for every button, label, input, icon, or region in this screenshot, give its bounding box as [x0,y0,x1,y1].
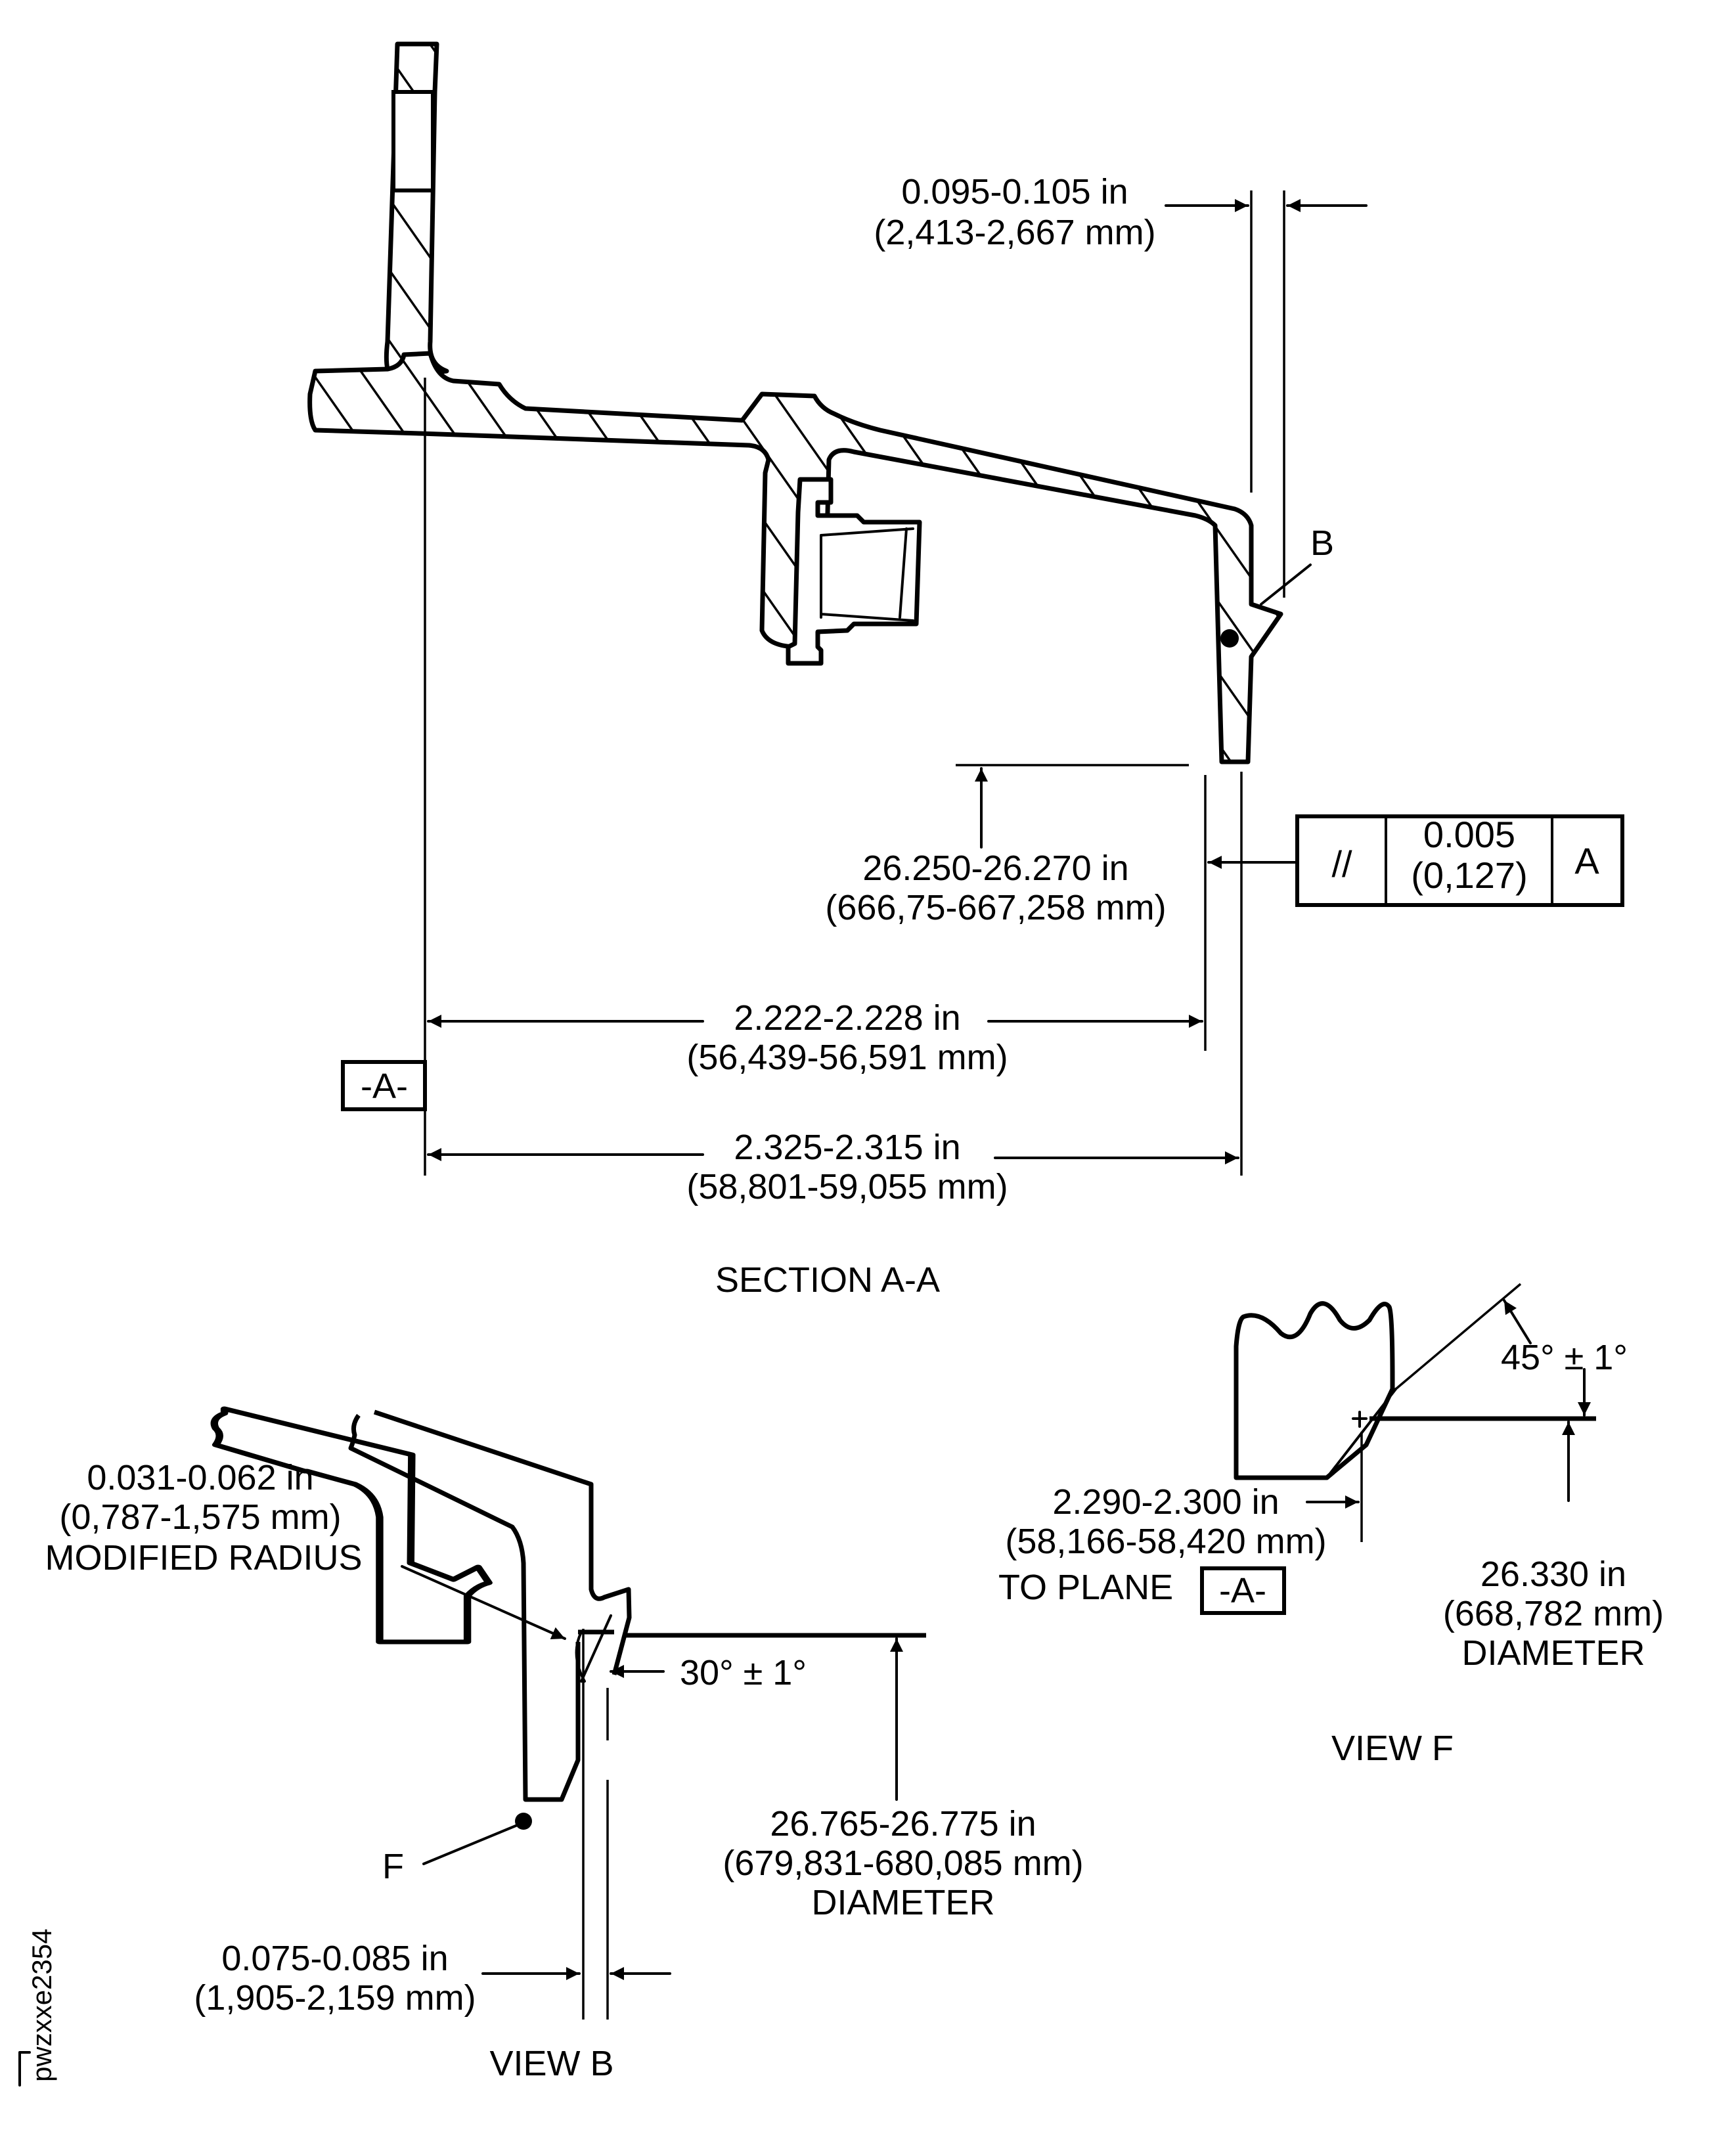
view-b-radius-in: 0.031-0.062 in [87,1458,313,1497]
view-f-plane-dim-mm: (58,166-58,420 mm) [1005,1522,1326,1561]
svg-text:-A-: -A- [361,1067,408,1106]
view-b-title: VIEW B [489,2044,613,2083]
section-aa: B 0.095-0.105 in (2,413-2,667 mm) 26.250… [307,41,1624,1300]
view-f-diameter-note: DIAMETER [1461,1633,1645,1673]
section-aa-title: SECTION A-A [715,1260,940,1300]
dim-inner-length-in: 2.222-2.228 in [734,998,960,1038]
view-f-angle: 45° ± 1° [1501,1338,1628,1377]
datum-a-symbol: -A- [341,1060,427,1111]
section-aa-part-profile [307,41,1283,764]
point-f-marker [515,1813,532,1830]
view-b-diameter-note: DIAMETER [811,1883,994,1922]
dim-inner-length-mm: (56,439-56,591 mm) [686,1038,1008,1077]
fcf-tolerance-in: 0.005 [1423,814,1515,855]
fcf-datum: A [1574,840,1599,881]
callout-b-label: B [1310,523,1334,563]
view-b-angle: 30° ± 1° [680,1653,807,1692]
fcf-tolerance-mm: (0,127) [1411,854,1527,896]
view-f-title: VIEW F [1331,1729,1454,1768]
dim-diameter-mm: (666,75-667,258 mm) [825,888,1166,927]
view-f-diameter-mm: (668,782 mm) [1443,1594,1664,1633]
dim-diameter-in: 26.250-26.270 in [862,849,1128,888]
feature-control-frame: // 0.005 (0,127) A [1207,814,1624,907]
view-b-thickness-mm: (1,905-2,159 mm) [194,1978,476,2018]
point-b-marker [1220,629,1239,648]
parallelism-icon: // [1331,843,1352,885]
figure-id-label: pwzxxe2354 [26,1929,57,2082]
view-b-thickness-in: 0.075-0.085 in [221,1939,448,1978]
svg-text:-A-: -A- [1219,1571,1266,1610]
view-b-radius-mm: (0,787-1,575 mm) [59,1497,341,1537]
view-f-datum-a-symbol: -A- [1200,1566,1286,1615]
view-b-diameter-in: 26.765-26.775 in [770,1804,1036,1844]
dim-flange-thickness-mm: (2,413-2,667 mm) [874,213,1155,252]
view-f-to-plane-note: TO PLANE [998,1568,1173,1607]
view-f-diameter-in: 26.330 in [1480,1555,1626,1594]
dim-outer-length-in: 2.325-2.315 in [734,1128,960,1167]
bushing-insert [786,477,922,666]
dim-flange-thickness-in: 0.095-0.105 in [901,172,1128,211]
view-b-modified-radius-note: MODIFIED RADIUS [45,1538,362,1578]
callout-f-label: F [382,1847,404,1886]
figure-id: pwzxxe2354 [18,1929,57,2087]
dim-outer-length-mm: (58,801-59,055 mm) [686,1167,1008,1206]
view-b: 0.031-0.062 in (0,787-1,575 mm) MODIFIED… [45,1406,1084,2083]
view-f: 45° ± 1° 2.290-2.300 in (58,166-58,420 m… [998,1283,1664,1768]
view-b-diameter-mm: (679,831-680,085 mm) [723,1844,1083,1883]
view-f-plane-dim-in: 2.290-2.300 in [1052,1482,1279,1522]
